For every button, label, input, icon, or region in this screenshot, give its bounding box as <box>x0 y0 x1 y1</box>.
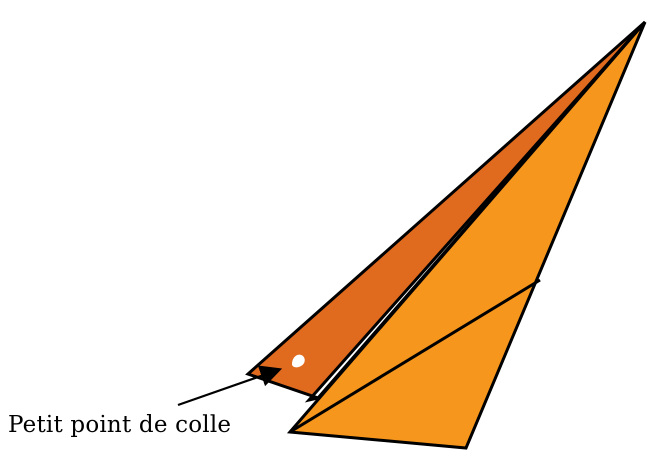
arrow-pointer-icon <box>177 365 283 407</box>
wing-crease-line <box>289 278 541 434</box>
glue-dot-icon <box>292 354 305 368</box>
inner-fold-surface <box>245 20 647 403</box>
wing-surface <box>286 21 647 450</box>
fold-edge-line <box>316 21 647 399</box>
glue-point-label: Petit point de colle <box>8 412 232 438</box>
